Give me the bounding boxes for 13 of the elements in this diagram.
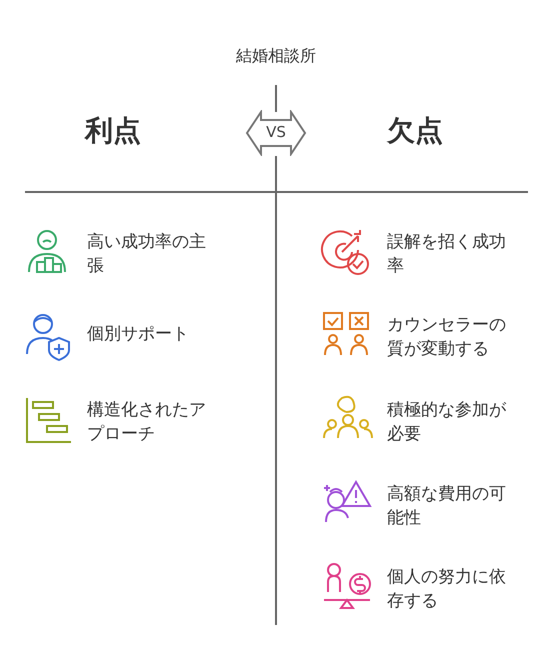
heading: 利点 xyxy=(85,113,141,149)
heading: 欠点 xyxy=(387,113,443,149)
vs-double-arrow xyxy=(245,110,307,156)
pro-text: 高い成功率の主張 xyxy=(87,231,207,278)
vs-label: VS xyxy=(265,123,287,141)
con-text: 高額な費用の可能性 xyxy=(387,483,507,530)
pro-text: 構造化されたアプローチ xyxy=(87,399,207,446)
con-text: 積極的な参加が必要 xyxy=(387,399,507,446)
title: 結婚相談所 xyxy=(235,46,317,67)
pro-text: 個別サポート xyxy=(87,323,190,346)
con-text: 個人の努力に依存する xyxy=(387,566,507,613)
con-text: 誤解を招く成功率 xyxy=(387,231,507,278)
con-text: カウンセラーの質が変動する xyxy=(387,314,507,361)
